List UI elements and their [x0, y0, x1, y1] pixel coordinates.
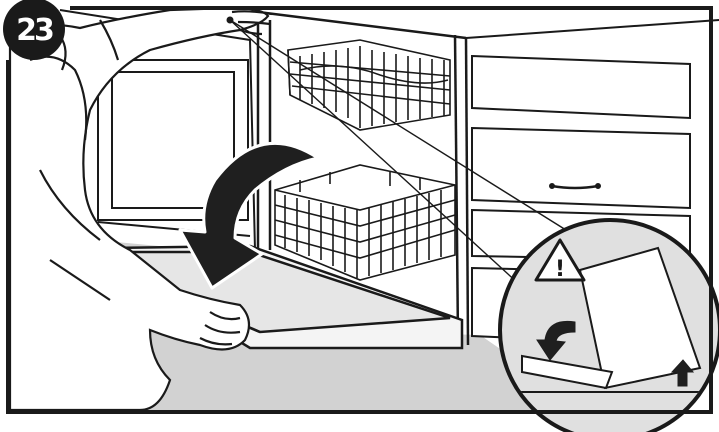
upper-rack [288, 40, 450, 130]
lower-rack [275, 165, 455, 280]
warning-symbol: ! [555, 257, 565, 282]
callout-origin-dot [227, 17, 234, 24]
magnified-inset: ! [500, 220, 719, 432]
step-number: 23 [16, 13, 53, 48]
step-number-badge: 23 [3, 0, 65, 60]
